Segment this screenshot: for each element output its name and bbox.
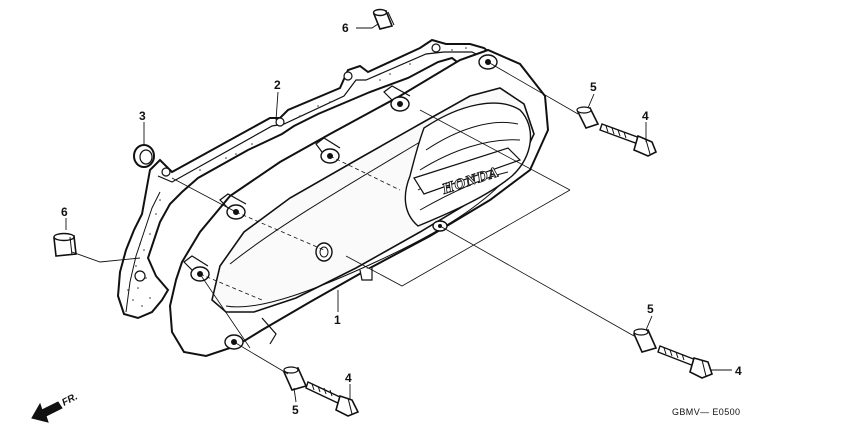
callout-6-top: 6 [342,21,349,35]
bolt-upper-right [599,123,658,157]
callout-4-lower-right: 4 [735,364,742,378]
left-crankcase-cover: HONDA [168,48,550,358]
callout-4-upper-right: 4 [642,109,649,123]
dowel-pin-top [372,8,395,30]
callout-4-lower-center: 4 [345,371,352,385]
washer-lower-center [282,366,308,391]
callout-1: 1 [334,313,341,327]
o-ring [133,144,155,168]
hidden-lines [199,155,401,301]
bolt-lower-right [657,345,713,379]
dowel-pin-left [53,232,77,257]
callout-3: 3 [139,109,146,123]
washer-lower-right [632,328,658,353]
washer-upper-right [576,106,600,129]
assembly-lines [171,61,635,375]
callout-6-left: 6 [61,205,68,219]
drawing-code: GBMV— E0500 [672,407,740,417]
front-direction-arrow: FR. [31,391,80,423]
callout-2: 2 [274,78,281,92]
callout-5-upper-right: 5 [590,80,597,94]
callout-leaders [65,23,732,403]
front-direction-label: FR. [60,391,79,408]
callout-5-lower-right: 5 [647,302,654,316]
callout-5-lower-center: 5 [292,403,299,417]
gasket [116,38,496,320]
bolt-lower-center [305,381,360,417]
